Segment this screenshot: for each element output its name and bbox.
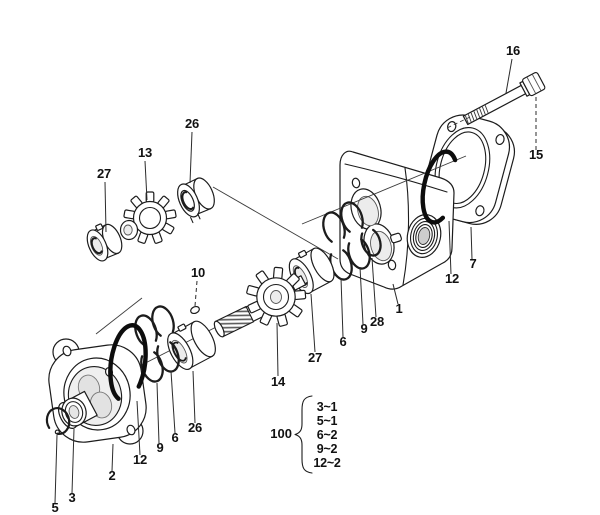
callout-16: 16 bbox=[506, 43, 520, 58]
callout-5: 5 bbox=[51, 500, 58, 515]
bearing-26-lower bbox=[167, 320, 216, 370]
snap-ring-12-front bbox=[108, 323, 148, 401]
callout-7: 7 bbox=[469, 256, 476, 271]
group-brace bbox=[294, 395, 313, 474]
backup-ring-28 bbox=[360, 228, 382, 257]
callout-26-lower: 26 bbox=[188, 420, 202, 435]
callout-2: 2 bbox=[108, 468, 115, 483]
bushing-26-upper bbox=[177, 177, 215, 224]
callout-27-lower: 27 bbox=[308, 350, 322, 365]
callout-3: 3 bbox=[68, 490, 75, 505]
callout-6-left: 6 bbox=[171, 430, 178, 445]
mounting-bolt-16 bbox=[462, 71, 546, 126]
callout-10: 10 bbox=[191, 265, 205, 280]
callout-9-right: 9 bbox=[360, 321, 367, 336]
suction-port bbox=[406, 214, 442, 258]
drive-gear-14 bbox=[213, 266, 307, 338]
callout-26-upper: 26 bbox=[185, 116, 199, 131]
callout-leader-lines bbox=[54, 58, 537, 504]
bushing-27-upper bbox=[86, 223, 123, 262]
callout-12-left: 12 bbox=[133, 452, 147, 467]
group-item: 9~2 bbox=[317, 442, 338, 456]
callout-1: 1 bbox=[395, 301, 402, 316]
callout-9-left: 9 bbox=[156, 440, 163, 455]
group-item: 12~2 bbox=[313, 456, 341, 470]
callout-27-upper: 27 bbox=[97, 166, 111, 181]
callout-12-right: 12 bbox=[445, 271, 459, 286]
snap-ring-5 bbox=[45, 407, 71, 435]
callout-28: 28 bbox=[370, 314, 384, 329]
seal-stack-rear bbox=[322, 201, 382, 281]
callout-15: 15 bbox=[529, 147, 543, 162]
idler-gear-13 bbox=[119, 191, 177, 244]
front-cover-2 bbox=[45, 338, 147, 445]
group-item: 3~1 bbox=[317, 400, 338, 414]
callout-labels: 27 13 26 16 15 10 14 27 6 9 28 1 12 7 5 … bbox=[51, 43, 543, 515]
callout-13: 13 bbox=[138, 145, 152, 160]
group-id-label: 100 bbox=[270, 426, 292, 441]
group-item: 6~2 bbox=[317, 428, 338, 442]
bolt-head-15 bbox=[522, 71, 546, 97]
snap-ring-12-rear bbox=[420, 149, 458, 225]
callout-14: 14 bbox=[271, 374, 286, 389]
pin-10 bbox=[190, 305, 200, 315]
parts-group-note: 100 3~1 5~1 6~2 9~2 12~2 bbox=[270, 395, 341, 474]
callout-6-right: 6 bbox=[339, 334, 346, 349]
seal-stack-front bbox=[134, 305, 180, 383]
group-item: 5~1 bbox=[317, 414, 338, 428]
